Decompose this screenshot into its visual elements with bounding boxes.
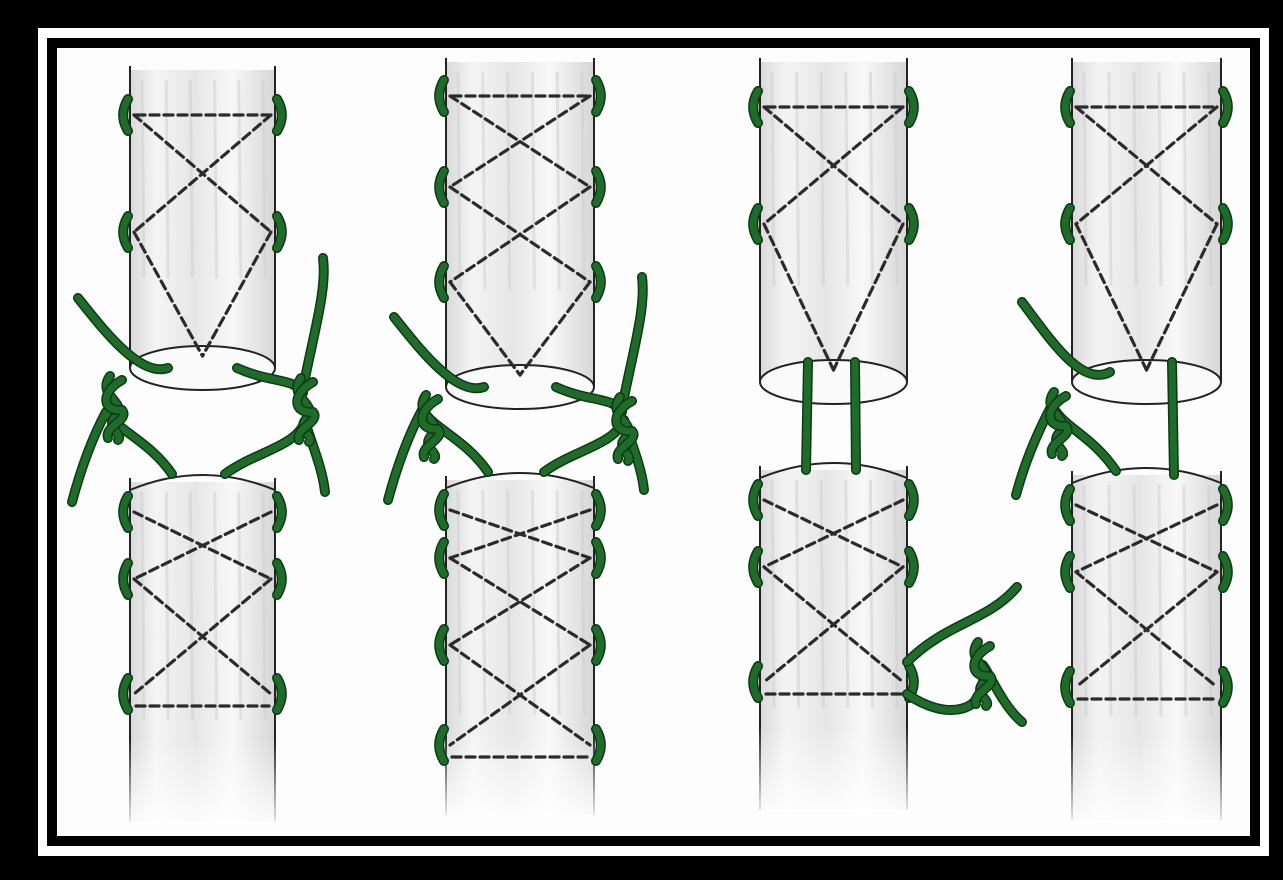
tube-fade: [1070, 475, 1223, 822]
cord-strand: [806, 362, 808, 470]
tube-streak: [797, 72, 799, 286]
step-panel-4: [1016, 58, 1228, 822]
tube-streak: [1184, 72, 1186, 286]
top-tube: [439, 58, 601, 409]
knot-strand: [1050, 396, 1067, 454]
cord-strand: [855, 362, 856, 470]
tube-streak: [1109, 72, 1111, 286]
tube-streak: [846, 72, 848, 286]
tube-streak: [895, 72, 897, 286]
tube-streak: [557, 72, 559, 290]
bottom-tube: [1065, 468, 1228, 822]
cord-strand-edge: [907, 665, 1022, 722]
knot-strand: [422, 399, 439, 457]
tube-streak: [215, 80, 217, 279]
tube-streak: [1209, 72, 1211, 286]
tube-fade: [758, 470, 909, 812]
tube-streak: [1084, 72, 1086, 286]
tube-streak: [870, 72, 872, 286]
step-panel-1: [72, 66, 325, 824]
tube-streak: [772, 72, 774, 286]
tube-streak: [821, 72, 823, 286]
tube-streak: [532, 72, 534, 290]
top-tube: [123, 66, 282, 390]
bottom-tube: [439, 473, 601, 817]
bottom-tube: [123, 475, 282, 824]
tube-body: [1072, 62, 1221, 382]
step-panel-3: [753, 58, 1022, 812]
tube-streak: [166, 80, 168, 279]
tube-streak: [1134, 72, 1136, 286]
tube-streak: [190, 80, 192, 279]
tube-body: [446, 62, 594, 387]
cord-strand: [907, 587, 1017, 662]
top-tube: [753, 58, 914, 404]
bottom-tube: [753, 463, 914, 812]
tube-streak: [239, 80, 241, 279]
step-panel-2: [388, 58, 644, 817]
cord-strand: [1172, 362, 1174, 475]
tube-streak: [508, 72, 510, 290]
top-tube: [1065, 58, 1228, 404]
lashing-steps-illustration: [57, 48, 1250, 836]
illustration-canvas: [57, 48, 1250, 836]
tube-body: [760, 62, 907, 382]
knot-strand: [974, 646, 991, 704]
tube-fade: [128, 482, 277, 824]
tube-fade: [444, 480, 596, 817]
